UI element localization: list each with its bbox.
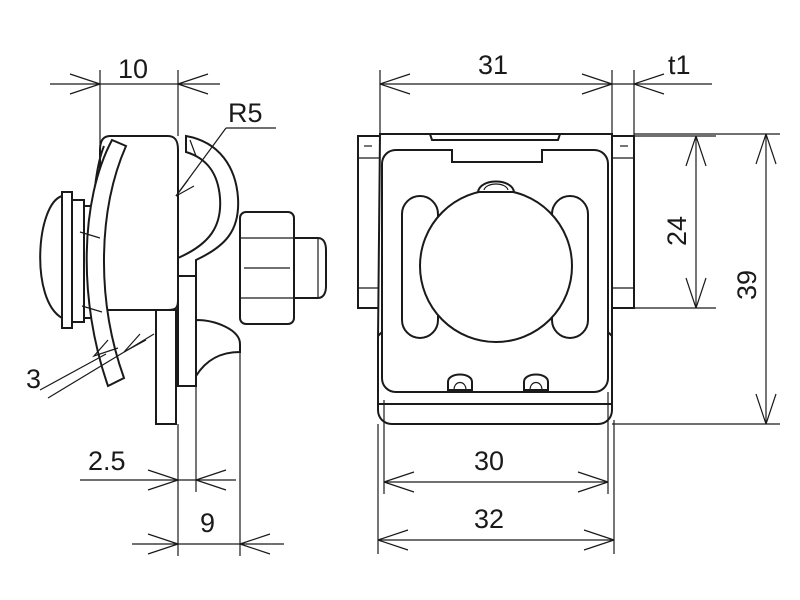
lower-tab [155, 309, 177, 425]
bolt-head-flange [61, 191, 73, 329]
support-plate [177, 275, 197, 387]
pad-top-lug [476, 180, 516, 193]
ear-right [611, 135, 635, 309]
dim-front-width-30: 30 [474, 446, 504, 476]
bolt-thread [293, 237, 327, 299]
dim-thickness-2-5: 2.5 [88, 446, 126, 476]
clamp-body [99, 135, 179, 311]
strap-tick-2 [81, 305, 103, 313]
bolt-head-dome [39, 194, 63, 320]
hook-saddle [177, 134, 240, 277]
strap-tick-1 [79, 231, 101, 239]
dim-front-width-31: 31 [478, 50, 508, 80]
front-dimensions: 31 t1 24 39 30 32 [377, 50, 780, 554]
top-rim [380, 133, 612, 141]
side-dimensions: 10 R5 3 2.5 9 [26, 54, 284, 556]
dim-front-height-24: 24 [662, 216, 692, 246]
front-view [357, 133, 635, 425]
support-plate-flange [195, 318, 241, 380]
saddle-edge [189, 139, 197, 157]
bolt-washer [71, 199, 85, 323]
dim-radius: R5 [228, 98, 263, 128]
curved-strap [85, 138, 128, 388]
dim-front-height-39: 39 [732, 270, 762, 300]
round-pad [419, 189, 573, 343]
dim-front-t1: t1 [668, 50, 691, 80]
dim-front-width-32: 32 [474, 504, 504, 534]
ear-left [357, 135, 381, 309]
side-view [39, 134, 327, 425]
dim-thickness-3: 3 [26, 364, 41, 394]
dim-side-width: 10 [118, 54, 148, 84]
dim-depth-9: 9 [200, 508, 215, 538]
